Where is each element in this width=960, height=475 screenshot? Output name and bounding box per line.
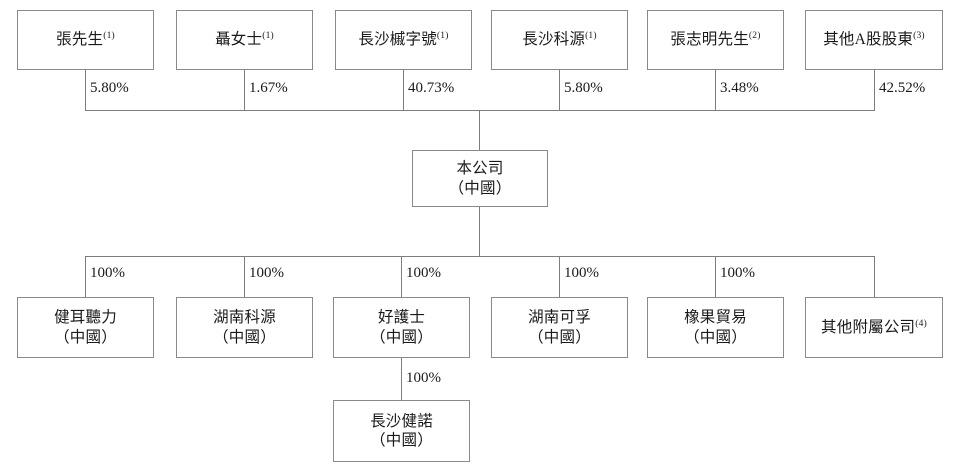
- subsidiary-country-2: （中國）: [370, 328, 433, 346]
- shareholding-percent-5: 42.52%: [879, 80, 926, 96]
- connector-company-to-bus: [479, 207, 480, 256]
- subsidiary-name-3: 湖南可孚: [528, 309, 591, 327]
- footnote-marker: (1): [436, 31, 449, 42]
- shareholder-box-3: 長沙科源(1): [491, 10, 628, 70]
- subsidiary-box-4: 橡果貿易 （中國）: [647, 297, 784, 358]
- subsidiary-country-0: （中國）: [54, 328, 117, 346]
- footnote-marker: (1): [103, 31, 115, 42]
- footnote-marker: (1): [585, 31, 597, 42]
- subsidiary-name-0: 健耳聽力: [54, 309, 117, 327]
- subsidiary-name-4: 橡果貿易: [684, 309, 747, 327]
- connector-shareholder-2: [403, 70, 404, 110]
- sub-subsidiary-percent: 100%: [406, 370, 441, 386]
- connector-shareholder-5: [874, 70, 875, 110]
- shareholder-label-5: 其他A股股東(3): [823, 31, 925, 49]
- connector-shareholder-4: [715, 70, 716, 110]
- subsidiary-percent-3: 100%: [564, 265, 599, 281]
- shareholder-label-1: 聶女士(1): [215, 31, 274, 49]
- subsidiary-box-0: 健耳聽力 （中國）: [17, 297, 154, 358]
- subsidiary-name-2: 好護士: [377, 309, 426, 327]
- subsidiary-box-5: 其他附屬公司(4): [805, 297, 943, 358]
- subsidiary-box-1: 湖南科源 （中國）: [176, 297, 313, 358]
- shareholder-box-2: 長沙槭字號(1): [335, 10, 472, 70]
- footnote-marker: (2): [748, 31, 761, 42]
- subsidiary-percent-0: 100%: [90, 265, 125, 281]
- footnote-marker: (3): [913, 31, 925, 42]
- shareholder-label-4: 張志明先生(2): [670, 31, 761, 49]
- subsidiary-percent-4: 100%: [720, 265, 755, 281]
- lower-bus-line: [85, 256, 875, 257]
- subsidiary-name-1: 湖南科源: [213, 309, 276, 327]
- subsidiary-name-5: 其他附屬公司(4): [821, 318, 927, 336]
- shareholding-percent-0: 5.80%: [90, 80, 129, 96]
- connector-shareholder-3: [559, 70, 560, 110]
- sub-subsidiary-country: （中國）: [370, 432, 433, 449]
- connector-subsidiary-3: [559, 256, 560, 297]
- connector-bus-to-company: [479, 110, 480, 150]
- company-country: （中國）: [448, 179, 512, 197]
- shareholding-percent-3: 5.80%: [564, 80, 603, 96]
- footnote-marker: (4): [915, 318, 927, 329]
- connector-subsidiary-0: [85, 256, 86, 297]
- connector-sub-subsidiary: [401, 358, 402, 400]
- shareholder-label-3: 長沙科源(1): [522, 31, 597, 49]
- subsidiary-box-2: 好護士 （中國）: [333, 297, 470, 358]
- connector-subsidiary-5: [874, 256, 875, 297]
- upper-bus-line: [85, 110, 875, 111]
- company-name: 本公司: [456, 160, 504, 178]
- footnote-marker: (1): [262, 31, 274, 42]
- connector-shareholder-1: [244, 70, 245, 110]
- connector-subsidiary-4: [715, 256, 716, 297]
- connector-subsidiary-1: [244, 256, 245, 297]
- shareholder-box-4: 張志明先生(2): [647, 10, 784, 70]
- shareholding-percent-1: 1.67%: [249, 80, 288, 96]
- shareholder-box-1: 聶女士(1): [176, 10, 313, 70]
- sub-subsidiary-name: 長沙健諾: [370, 412, 433, 430]
- subsidiary-country-4: （中國）: [684, 328, 747, 346]
- shareholder-label-0: 張先生(1): [56, 31, 115, 49]
- company-box: 本公司 （中國）: [412, 150, 548, 207]
- shareholder-box-0: 張先生(1): [17, 10, 154, 70]
- subsidiary-country-3: （中國）: [528, 328, 591, 346]
- sub-subsidiary-box: 長沙健諾 （中國）: [333, 400, 470, 462]
- subsidiary-percent-1: 100%: [249, 265, 284, 281]
- shareholder-box-5: 其他A股股東(3): [805, 10, 943, 70]
- shareholding-percent-2: 40.73%: [408, 80, 455, 96]
- subsidiary-percent-2: 100%: [406, 265, 441, 281]
- shareholding-percent-4: 3.48%: [720, 80, 759, 96]
- connector-shareholder-0: [85, 70, 86, 110]
- shareholder-label-2: 長沙槭字號(1): [358, 31, 449, 49]
- subsidiary-country-1: （中國）: [213, 328, 276, 346]
- connector-subsidiary-2: [401, 256, 402, 297]
- subsidiary-box-3: 湖南可孚 （中國）: [491, 297, 628, 358]
